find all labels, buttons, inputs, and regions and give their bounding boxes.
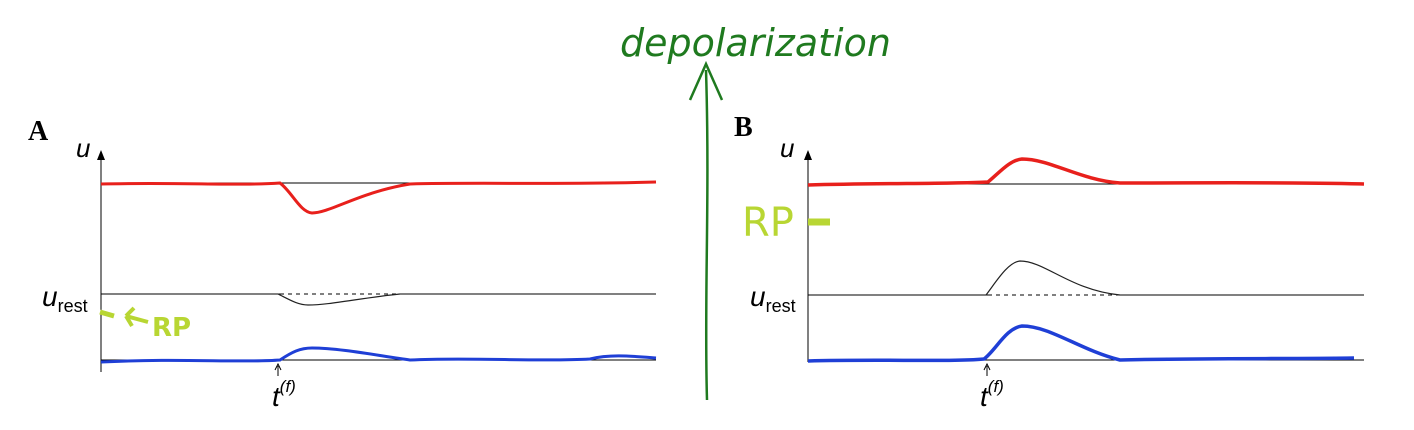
panel-b-bottom-trace	[807, 324, 1355, 363]
depolarization-label: depolarization	[620, 21, 891, 65]
panel-b-y-axis-label: u	[780, 133, 794, 163]
panel-a-bottom-trace	[100, 346, 657, 364]
panel-a-rest-label: urest	[42, 281, 88, 316]
depolarization-annotation: depolarization	[620, 21, 891, 401]
panel-a-middle-trace	[277, 293, 401, 306]
panel-b-top-trace	[807, 157, 1365, 187]
panel-b-middle-trace	[985, 260, 1121, 296]
panel-a: A u urest RP t(f)	[28, 116, 657, 412]
depolarization-arrow-head-icon	[688, 60, 724, 101]
panel-a-rp-marker	[99, 309, 115, 319]
panel-b-time-label: t(f)	[980, 377, 1004, 412]
panel-a-rp-label: RP	[152, 313, 191, 343]
panel-b-letter: B	[734, 112, 753, 143]
panel-b-y-axis-arrow-icon	[804, 150, 812, 160]
panel-a-top-trace	[100, 180, 657, 215]
panel-b-rp-label: RP	[742, 200, 794, 246]
panel-b-rest-label: urest	[750, 281, 796, 316]
panel-a-letter: A	[28, 116, 49, 147]
panel-a-y-axis-arrow-icon	[97, 150, 105, 160]
panel-a-y-axis-label: u	[76, 133, 90, 163]
depolarization-arrow-shaft	[704, 69, 709, 401]
panel-b-time-arrow-icon	[983, 362, 991, 376]
panel-b: B u RP urest t(f)	[734, 112, 1365, 412]
panel-a-rp-arrow-icon	[124, 306, 149, 328]
panel-a-time-label: t(f)	[272, 377, 296, 412]
panel-a-time-arrow-icon	[274, 362, 282, 376]
